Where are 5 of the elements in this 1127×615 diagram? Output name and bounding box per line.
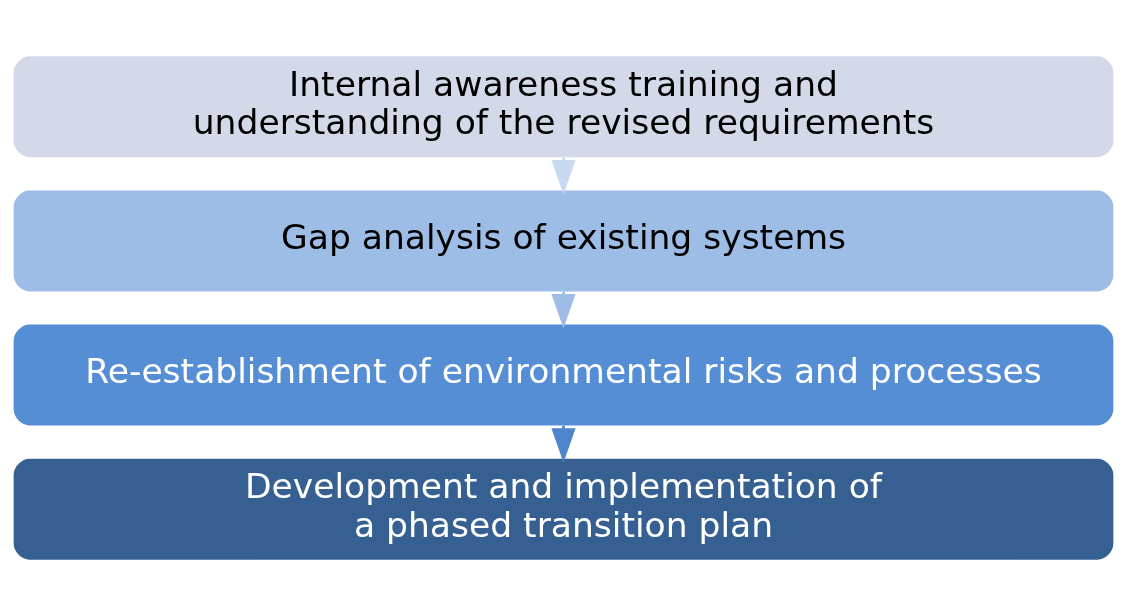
node-box: Development and implementation of a phased transition plan — [13, 458, 1114, 560]
node-box: Gap analysis of existing systems — [13, 189, 1114, 291]
arrow — [551, 156, 576, 194]
node-box: Internal awareness training and understanding of the revised requirements — [13, 55, 1114, 157]
node-box: Re-establishment of environmental risks and processes — [13, 324, 1114, 426]
